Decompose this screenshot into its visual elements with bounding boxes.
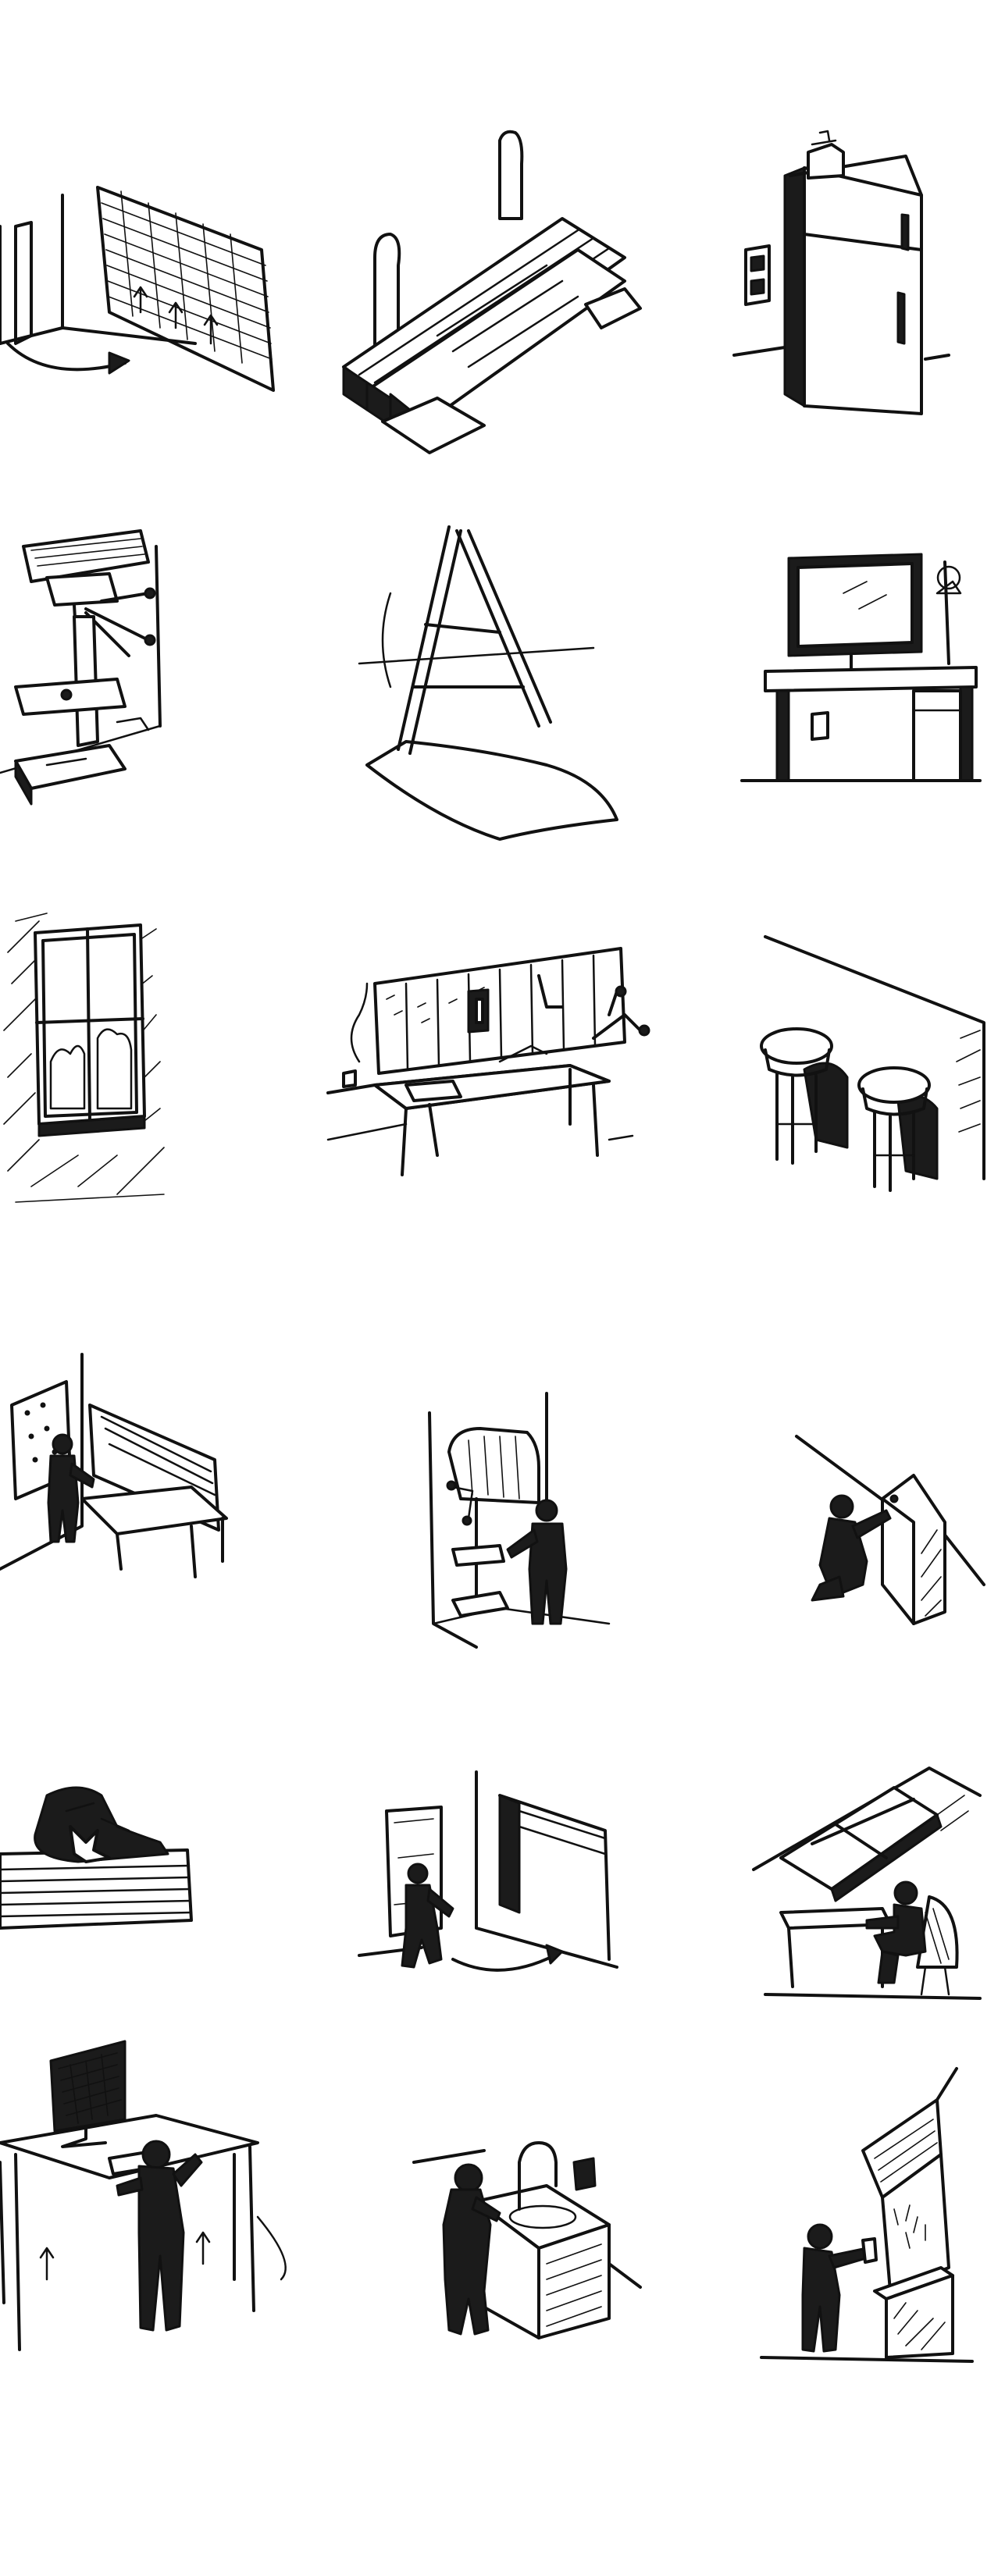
- person-at-sink-icon: [412, 2141, 642, 2339]
- person-at-drill-press-icon: [428, 1392, 611, 1649]
- person-at-counter-icon: [0, 1786, 193, 1930]
- lumber-stack-icon: [342, 130, 642, 454]
- workbench-icon: [326, 947, 650, 1176]
- drill-press-icon: [0, 529, 162, 806]
- person-at-computer-desk-icon: [0, 2040, 287, 2351]
- door-and-garage-icon: [0, 186, 275, 392]
- person-at-cabinet-icon: [795, 1435, 985, 1625]
- person-at-window-desk-icon: [752, 1767, 982, 2000]
- desk-with-monitor-icon: [740, 553, 982, 782]
- refrigerator-icon: [732, 130, 950, 415]
- person-at-table-icon: [0, 1353, 228, 1578]
- person-walking-to-garage-icon: [358, 1770, 618, 1972]
- bar-stools-icon: [760, 935, 985, 1192]
- window-icon: [3, 913, 165, 1203]
- ladder-icon: [358, 525, 618, 841]
- person-at-stove-icon: [760, 2067, 974, 2363]
